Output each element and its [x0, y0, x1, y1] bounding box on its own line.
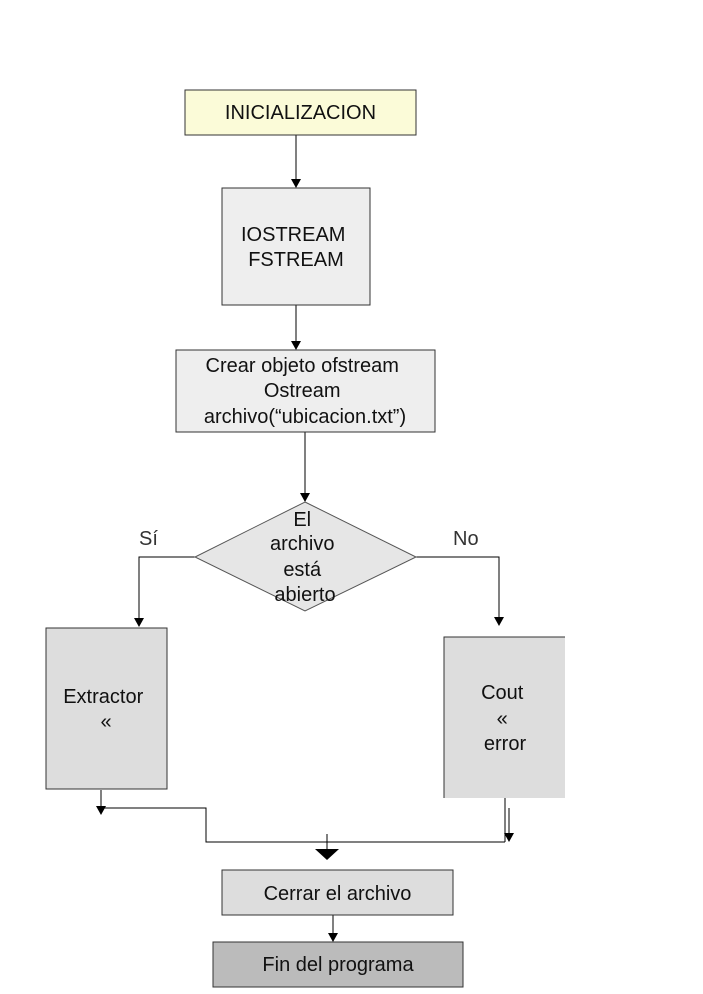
node-cout-error-border — [443, 636, 565, 798]
node-inicializacion-line: INICIALIZACION — [225, 102, 376, 124]
arrowhead-extractor-down — [96, 806, 106, 815]
edge-decision-no — [416, 556, 500, 618]
node-crear-objeto-box — [175, 349, 436, 433]
node-cout-error-line: Cout — [481, 682, 524, 704]
node-decision-text: El archivo está abierto — [270, 509, 340, 606]
node-decision: El archivo está abierto — [193, 501, 418, 612]
node-crear-objeto-line: archivo(“ubicacion.txt”) — [204, 406, 406, 428]
node-includes-line: IOSTREAM — [241, 224, 345, 246]
node-extractor-line: « — [100, 711, 111, 733]
node-cerrar-line: Cerrar el archivo — [264, 883, 412, 905]
node-includes: IOSTREAM FSTREAM — [221, 187, 371, 306]
node-cout-error-line: « — [497, 708, 508, 730]
node-cout-error-line: error — [484, 733, 527, 755]
node-cout-error: Cout « error — [443, 636, 565, 798]
node-includes-line: FSTREAM — [248, 249, 344, 271]
node-fin-text: Fin del programa — [262, 954, 414, 976]
arrowhead-decision — [300, 493, 310, 502]
node-extractor-box — [45, 627, 168, 790]
edges — [96, 135, 514, 942]
arrowhead-extractor — [134, 618, 144, 627]
arrowhead-cout-down — [504, 833, 514, 842]
node-fin: Fin del programa — [212, 941, 464, 988]
arrowhead-includes — [291, 179, 301, 188]
node-decision-diamond — [193, 501, 418, 612]
node-crear-objeto-line: Crear objeto ofstream — [206, 355, 399, 377]
arrowhead-merge — [315, 849, 339, 860]
edge-extractor-merge — [101, 807, 505, 843]
edge-label-yes: Sí — [139, 528, 158, 550]
node-extractor: Extractor « — [45, 627, 168, 790]
node-fin-box — [212, 941, 464, 988]
node-includes-text: IOSTREAM FSTREAM — [241, 224, 351, 271]
node-extractor-line: Extractor — [63, 686, 143, 708]
node-decision-line: El — [293, 509, 311, 531]
arrowhead-cout — [494, 617, 504, 626]
node-extractor-text: Extractor « — [63, 686, 149, 733]
node-cerrar-text: Cerrar el archivo — [264, 883, 412, 905]
edge-label-no: No — [453, 528, 479, 550]
node-decision-line: archivo — [270, 533, 334, 555]
node-crear-objeto-line: Ostream — [264, 380, 341, 402]
node-crear-objeto: Crear objeto ofstream Ostream archivo(“u… — [175, 349, 436, 433]
node-decision-line: está — [283, 559, 322, 581]
node-cout-error-box — [444, 637, 565, 798]
node-inicializacion-box — [184, 89, 417, 136]
arrowhead-fin — [328, 933, 338, 942]
node-cerrar: Cerrar el archivo — [221, 869, 454, 916]
node-inicializacion-text: INICIALIZACION — [225, 102, 376, 124]
edge-decision-yes — [138, 556, 195, 619]
node-crear-objeto-text: Crear objeto ofstream Ostream archivo(“u… — [204, 355, 406, 428]
node-cout-error-text: Cout « error — [481, 682, 529, 755]
node-includes-box — [221, 187, 371, 306]
arrowhead-crear — [291, 341, 301, 350]
node-fin-line: Fin del programa — [262, 954, 414, 976]
node-cerrar-box — [221, 869, 454, 916]
node-inicializacion: INICIALIZACION — [184, 89, 417, 136]
node-decision-line: abierto — [274, 584, 335, 606]
